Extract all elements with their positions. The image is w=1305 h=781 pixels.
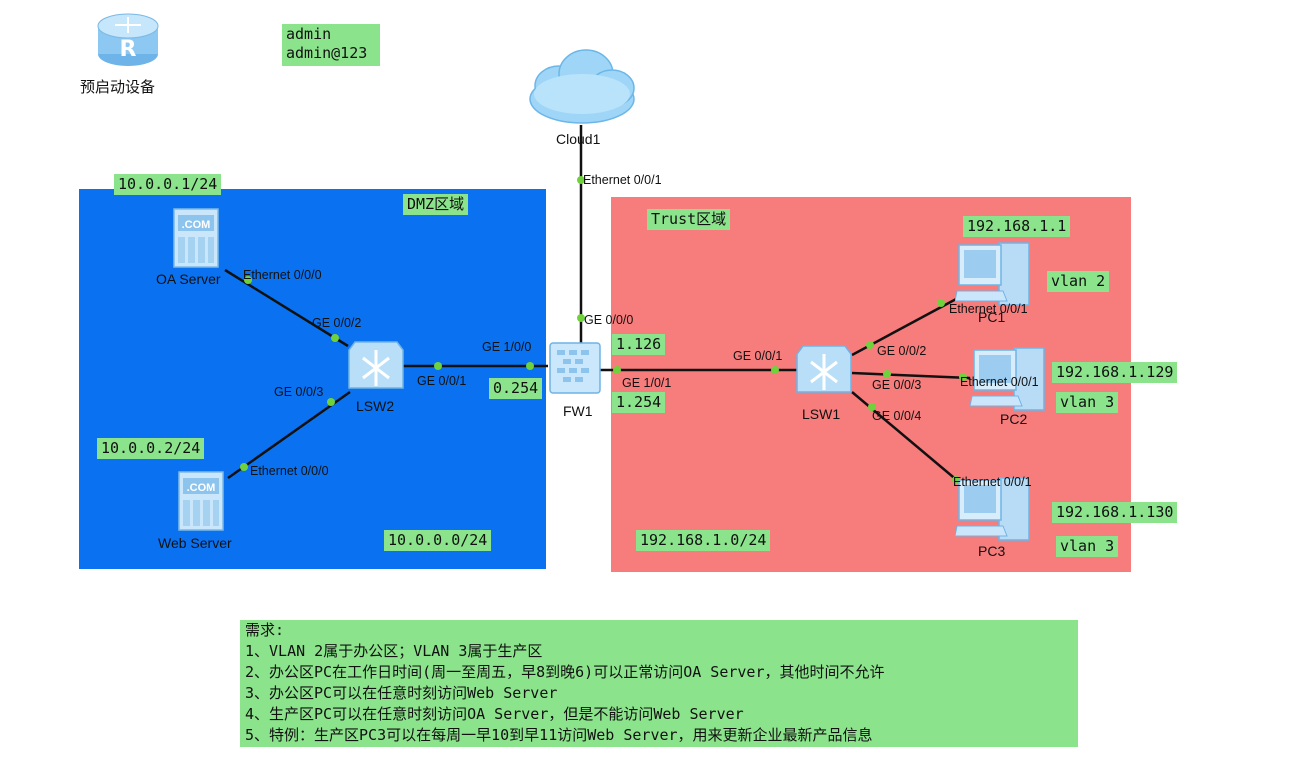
requirements-note: 需求: 1、VLAN 2属于办公区；VLAN 3属于生产区 2、办公区PC在工作… [240, 620, 1078, 747]
web-server-com-text: .COM [187, 482, 216, 494]
port-dot [526, 362, 534, 370]
port-label-web-eth: Ethernet 0/0/0 [250, 464, 329, 478]
port-dot [434, 362, 442, 370]
fw-ge000-ip: 1.126 [612, 334, 666, 355]
oa-server-label: OA Server [156, 271, 221, 287]
port-label-pc3-eth: Ethernet 0/0/1 [953, 475, 1032, 489]
pc2-icon [970, 347, 1045, 411]
firewall-icon [549, 342, 601, 394]
requirement-item: 3、办公区PC可以在任意时刻访问Web Server [245, 684, 558, 702]
port-dot [577, 176, 585, 184]
pc1-icon [955, 242, 1030, 306]
port-label-pc2-eth: Ethernet 0/0/1 [960, 375, 1039, 389]
pc3-label: PC3 [978, 543, 1006, 559]
port-label-fw-ge000: GE 0/0/0 [584, 313, 634, 327]
web-server-icon: .COM [178, 471, 224, 531]
requirement-item: 4、生产区PC可以在任意时刻访问OA Server，但是不能访问Web Serv… [245, 705, 744, 723]
port-dot [952, 476, 960, 484]
port-dot [577, 314, 585, 322]
requirements-title: 需求: [245, 621, 285, 639]
port-dot [240, 463, 248, 471]
oa-server-com-text: .COM [182, 219, 211, 231]
port-label-lsw1-ge002: GE 0/0/2 [877, 344, 927, 358]
port-dot [959, 373, 967, 381]
port-label-oa-eth: Ethernet 0/0/0 [243, 268, 322, 282]
port-label-cloud-eth: Ethernet 0/0/1 [583, 173, 662, 187]
pc1-vlan: vlan 2 [1047, 271, 1110, 292]
port-dot [866, 341, 874, 349]
port-label-fw-ge101: GE 1/0/1 [622, 376, 672, 390]
port-label-lsw1-ge001: GE 0/0/1 [733, 349, 783, 363]
dmz-subnet-label: 10.0.0.0/24 [384, 530, 492, 551]
credentials-note: admin admin@123 [282, 24, 380, 66]
trust-subnet-label: 192.168.1.0/24 [636, 530, 771, 551]
port-label-lsw1-ge004: GE 0/0/4 [872, 409, 922, 423]
lsw1-switch-icon [796, 345, 852, 393]
port-label-lsw2-ge003: GE 0/0/3 [274, 385, 324, 399]
pc2-vlan: vlan 3 [1056, 392, 1119, 413]
legend-device-label: 预启动设备 [80, 79, 156, 96]
port-label-lsw1-ge003: GE 0/0/3 [872, 378, 922, 392]
port-label-pc1-eth: Ethernet 0/0/1 [949, 302, 1028, 316]
port-dot [868, 403, 876, 411]
web-server-ip: 10.0.0.2/24 [97, 438, 205, 459]
lsw2-switch-icon [348, 341, 404, 389]
web-server-label: Web Server [158, 535, 232, 551]
svg-text:R: R [120, 37, 137, 62]
pc2-ip: 192.168.1.129 [1052, 362, 1178, 383]
requirement-item: 1、VLAN 2属于办公区；VLAN 3属于生产区 [245, 642, 543, 660]
link-web-lsw2 [227, 390, 351, 480]
port-dot [771, 366, 779, 374]
link-lsw1-pc2 [851, 371, 971, 380]
pc2-label: PC2 [1000, 411, 1028, 427]
credentials-password: admin@123 [286, 44, 368, 62]
port-dot [331, 334, 339, 342]
lsw1-label: LSW1 [802, 406, 841, 422]
port-dot [883, 370, 891, 378]
trust-zone-label: Trust区域 [647, 209, 731, 230]
pc1-label: PC1 [978, 309, 1006, 325]
fw-dmz-ip: 0.254 [489, 378, 543, 399]
dmz-zone [79, 189, 546, 569]
pc3-vlan: vlan 3 [1056, 536, 1119, 557]
lsw2-label: LSW2 [356, 398, 395, 414]
pc3-icon [955, 477, 1030, 541]
pc1-ip: 192.168.1.1 [963, 216, 1071, 237]
port-label-lsw2-ge002: GE 0/0/2 [312, 316, 362, 330]
oa-server-ip: 10.0.0.1/24 [114, 174, 222, 195]
fw-trust-ip: 1.254 [612, 392, 666, 413]
fw1-label: FW1 [563, 403, 593, 419]
pc3-ip: 192.168.1.130 [1052, 502, 1178, 523]
oa-server-icon: .COM [173, 208, 219, 268]
credentials-user: admin [286, 25, 332, 43]
port-dot [244, 276, 252, 284]
dmz-zone-label: DMZ区域 [403, 194, 469, 215]
port-label-fw-ge100: GE 1/0/0 [482, 340, 532, 354]
cloud-icon [529, 49, 635, 124]
port-dot [613, 366, 621, 374]
requirement-item: 5、特例：生产区PC3可以在每周一早10到早11访问Web Server，用来更… [245, 726, 873, 744]
port-dot [327, 398, 335, 406]
port-label-lsw2-ge001: GE 0/0/1 [417, 374, 467, 388]
requirement-item: 2、办公区PC在工作日时间(周一至周五，早8到晚6)可以正常访问OA Serve… [245, 663, 885, 681]
cloud-label: Cloud1 [556, 131, 601, 147]
port-dot [937, 299, 945, 307]
router-icon: R [97, 13, 159, 66]
